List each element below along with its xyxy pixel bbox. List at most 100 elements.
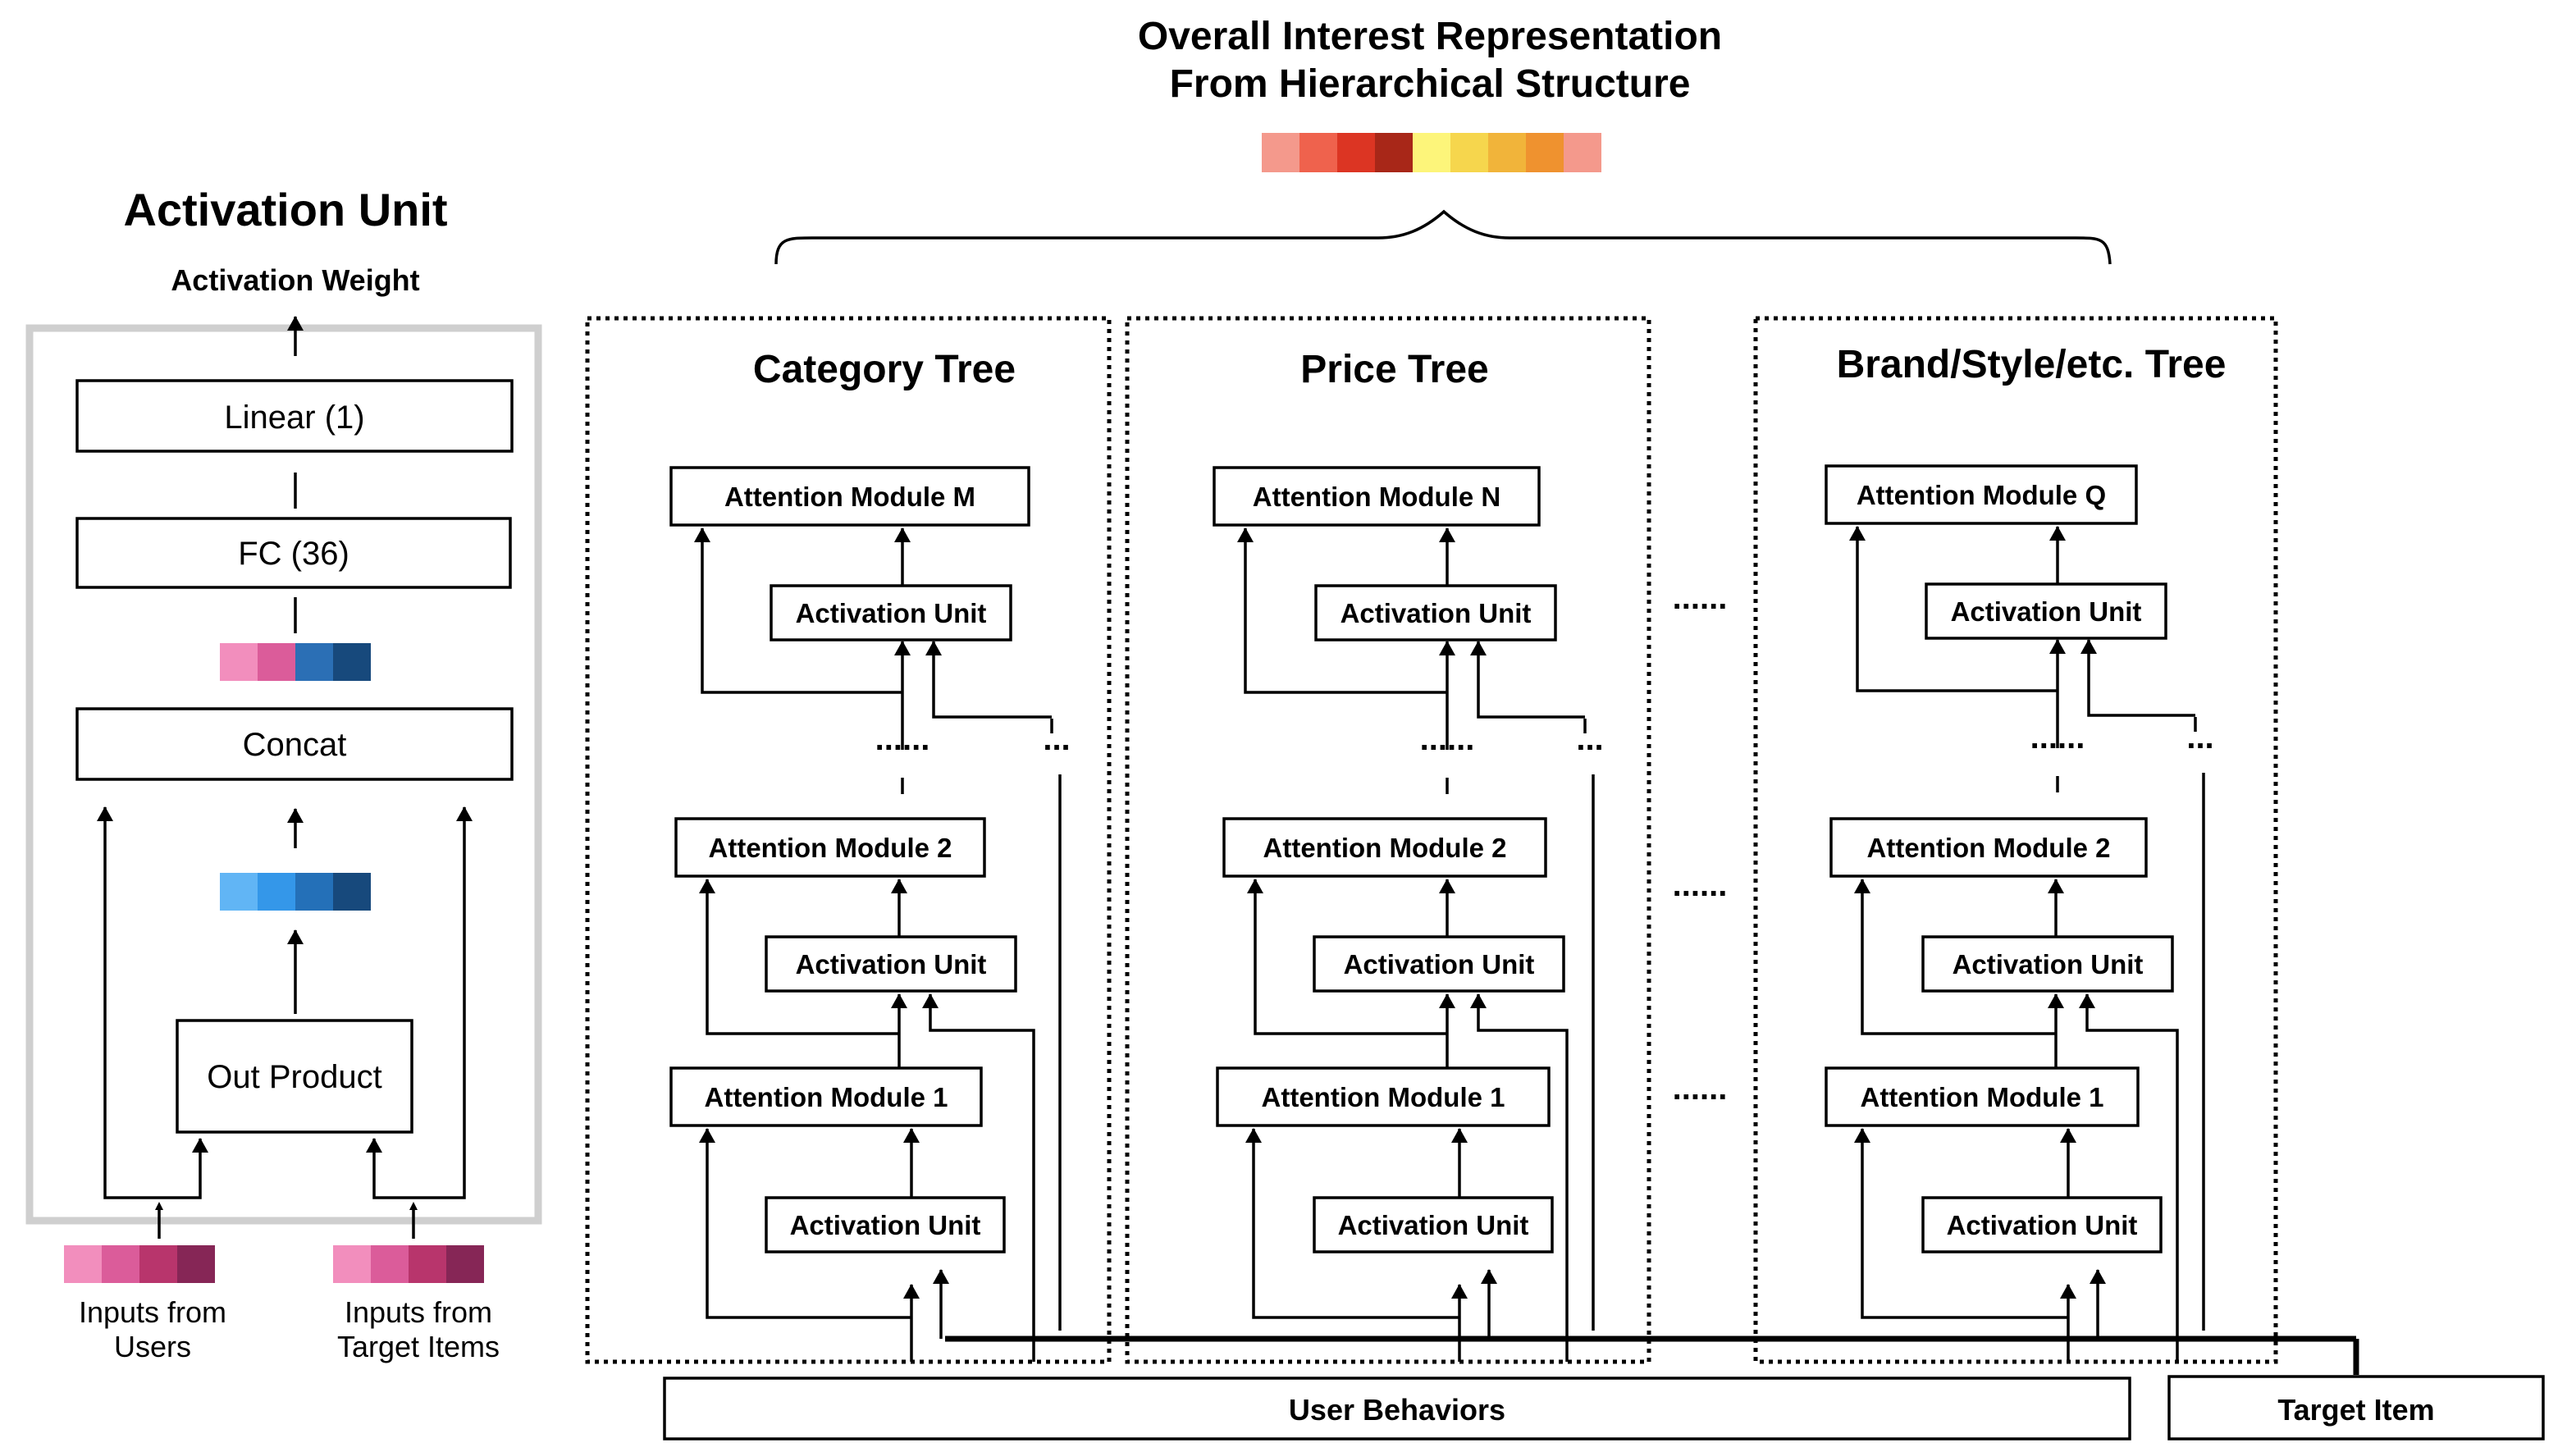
attention-module-top-label: Attention Module N: [1253, 482, 1500, 512]
activation-unit-top-label: Activation Unit: [1341, 598, 1532, 628]
items-vector-cell: [371, 1245, 409, 1283]
gap-dots-top: ......: [1673, 580, 1728, 616]
product-vector-cell: [258, 873, 295, 911]
user-behaviors-label: User Behaviors: [1289, 1393, 1505, 1427]
attention-module-2: [674, 817, 986, 878]
overall-representation-vector: [1262, 133, 1601, 172]
level-dots: ......: [875, 721, 930, 757]
attention-module-1-label: Attention Module 1: [705, 1082, 948, 1112]
overall-bar-cell: [1337, 133, 1375, 172]
activation-unit-2: [1313, 935, 1565, 993]
activation-unit-1-label: Activation Unit: [1338, 1210, 1529, 1240]
overall-title-line2: From Hierarchical Structure: [1170, 62, 1691, 106]
overall-bar-cell: [1299, 133, 1337, 172]
attention-module-2: [1829, 817, 2148, 878]
linear-box: Linear (1): [75, 379, 514, 453]
attention-module-top: [1213, 466, 1541, 527]
users-to-concat-arrow: [97, 806, 159, 1199]
attention-module-top-label: Attention Module M: [724, 482, 975, 512]
tree-frame: [585, 316, 1112, 1364]
inputs-users-line1: Inputs from: [79, 1295, 226, 1329]
target-to-act-arrow: [1470, 641, 1585, 719]
concat-label: Concat: [243, 727, 347, 763]
out-product-box: Out Product: [176, 1019, 413, 1134]
attention-module-1: [1825, 1066, 2140, 1127]
activation-unit-1-label: Activation Unit: [790, 1210, 981, 1240]
attention-module-top: [1825, 464, 2138, 525]
activation-unit-top: [1925, 582, 2167, 640]
activation-unit-1: [1921, 1196, 2163, 1253]
product-vector-cell: [333, 873, 371, 911]
overall-bar-cell: [1526, 133, 1564, 172]
attention-module-1-label: Attention Module 1: [1861, 1082, 2104, 1112]
out-product-label: Out Product: [207, 1059, 381, 1095]
items-vector-cell: [333, 1245, 371, 1283]
overall-bar-cell: [1413, 133, 1450, 172]
items-to-concat-arrow: [413, 806, 473, 1199]
concat-box: Concat: [75, 707, 514, 781]
attention-module-top-label: Attention Module Q: [1857, 480, 2106, 510]
fc-vector-cell: [220, 643, 258, 681]
tree-title: Brand/Style/etc. Tree: [1837, 343, 2227, 386]
users-input-vector: [64, 1245, 215, 1283]
tree-frame: [1125, 316, 1651, 1364]
target-dots: ...: [2186, 719, 2213, 756]
activation-unit-1-label: Activation Unit: [1947, 1210, 2138, 1240]
users-vector-cell: [177, 1245, 215, 1283]
fc-vector-cell: [295, 643, 333, 681]
fc-input-vector: [220, 643, 371, 681]
inputs-items-line2: Target Items: [337, 1330, 500, 1363]
users-vector-cell: [64, 1245, 102, 1283]
fc-vector-cell: [258, 643, 295, 681]
product-vector-cell: [220, 873, 258, 911]
attention-module-1: [669, 1066, 983, 1127]
product-vector: [220, 873, 371, 911]
overall-bar-cell: [1262, 133, 1299, 172]
attention-module-1: [1216, 1066, 1551, 1127]
module1-skip-arrow: [1854, 1128, 2068, 1319]
gap-dots-middle: ......: [1673, 867, 1728, 903]
activation-unit-1: [765, 1196, 1006, 1253]
items-vector-cell: [409, 1245, 446, 1283]
module2-skip-arrow: [699, 879, 899, 1035]
attention-module-2-label: Attention Module 2: [709, 833, 952, 863]
fc-box: FC (36): [75, 517, 512, 589]
overall-bar-cell: [1375, 133, 1413, 172]
target-to-act2-arrow: [2079, 993, 2179, 1362]
activation-weight-label: Activation Weight: [171, 263, 419, 297]
activation-unit-2: [765, 935, 1017, 993]
activation-unit-top-label: Activation Unit: [1951, 596, 2142, 627]
tree-frame: [1753, 316, 2278, 1364]
users-to-product-arrow: [159, 1138, 208, 1199]
items-input-vector: [333, 1245, 484, 1283]
fc-label: FC (36): [238, 536, 349, 572]
module2-skip-arrow: [1247, 879, 1447, 1035]
attention-module-2: [1222, 817, 1547, 878]
activation-unit-2-label: Activation Unit: [1344, 949, 1535, 979]
activation-unit-2-label: Activation Unit: [796, 949, 987, 979]
target-item-box: Target Item: [2167, 1375, 2545, 1441]
module-skip-arrow: [1849, 526, 2058, 692]
target-item-label: Target Item: [2277, 1393, 2434, 1427]
tree-title: Price Tree: [1300, 348, 1489, 391]
activation-unit-top: [770, 584, 1012, 642]
activation-unit-2: [1921, 935, 2174, 993]
activation-unit-1: [1313, 1196, 1554, 1253]
inputs-items-line1: Inputs from: [345, 1295, 492, 1329]
module1-skip-arrow: [699, 1128, 911, 1319]
target-to-act-arrow: [925, 641, 1052, 719]
module2-skip-arrow: [1854, 879, 2056, 1035]
target-to-act2-arrow: [1470, 993, 1569, 1362]
attention-module-2-label: Attention Module 2: [1263, 833, 1507, 863]
activation-unit-top: [1314, 584, 1557, 642]
module-skip-arrow: [1237, 527, 1447, 694]
user-behaviors-box: User Behaviors: [663, 1377, 2131, 1441]
overall-title-line1: Overall Interest Representation: [1138, 15, 1722, 58]
target-dots: ...: [1043, 721, 1070, 757]
target-dots: ...: [1576, 721, 1603, 757]
attention-module-1-label: Attention Module 1: [1262, 1082, 1505, 1112]
